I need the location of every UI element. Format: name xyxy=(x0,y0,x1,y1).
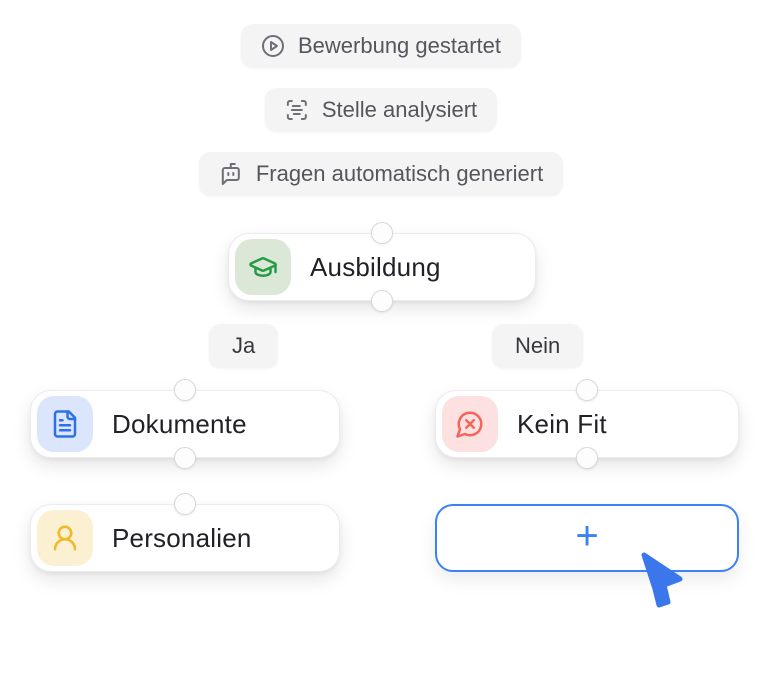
event-pill-fragen-generiert[interactable]: Fragen automatisch generiert xyxy=(198,152,564,196)
node-label: Ausbildung xyxy=(310,251,441,282)
event-pill-label: Fragen automatisch generiert xyxy=(255,161,544,186)
node-handle-dokumente-top[interactable] xyxy=(174,379,196,401)
node-label: Personalien xyxy=(112,522,252,553)
edge-label-nein: Nein xyxy=(492,324,584,368)
bot-message-icon xyxy=(219,162,243,186)
event-pill-label: Stelle analysiert xyxy=(321,97,478,122)
node-label: Dokumente xyxy=(112,408,247,439)
node-personalien[interactable]: Personalien xyxy=(30,504,340,572)
graduation-cap-icon xyxy=(235,239,291,295)
event-pill-stelle-analysiert[interactable]: Stelle analysiert xyxy=(264,88,498,132)
plus-icon: + xyxy=(575,514,599,558)
node-handle-kein-fit-bottom[interactable] xyxy=(576,447,598,469)
edge-label-ja: Ja xyxy=(209,324,279,368)
file-text-icon xyxy=(37,396,93,452)
user-round-icon xyxy=(37,510,93,566)
add-node-button[interactable]: + xyxy=(435,504,739,572)
event-pill-label: Bewerbung gestartet xyxy=(297,33,502,58)
mouse-pointer-icon xyxy=(634,549,690,616)
node-ausbildung[interactable]: Ausbildung xyxy=(228,233,536,301)
node-handle-ausbildung-top[interactable] xyxy=(371,222,393,244)
edge-label-text: Ja xyxy=(232,333,256,358)
event-pill-bewerbung-gestartet[interactable]: Bewerbung gestartet xyxy=(240,24,522,68)
scan-text-icon xyxy=(285,98,309,122)
node-kein-fit[interactable]: Kein Fit xyxy=(435,390,739,458)
node-label: Kein Fit xyxy=(517,408,607,439)
edge-label-text: Nein xyxy=(515,333,561,358)
node-handle-dokumente-bottom[interactable] xyxy=(174,447,196,469)
node-handle-ausbildung-bottom[interactable] xyxy=(371,290,393,312)
message-circle-x-icon xyxy=(442,396,498,452)
node-handle-kein-fit-top[interactable] xyxy=(576,379,598,401)
circle-play-icon xyxy=(261,34,285,58)
node-handle-personalien-top[interactable] xyxy=(174,493,196,515)
